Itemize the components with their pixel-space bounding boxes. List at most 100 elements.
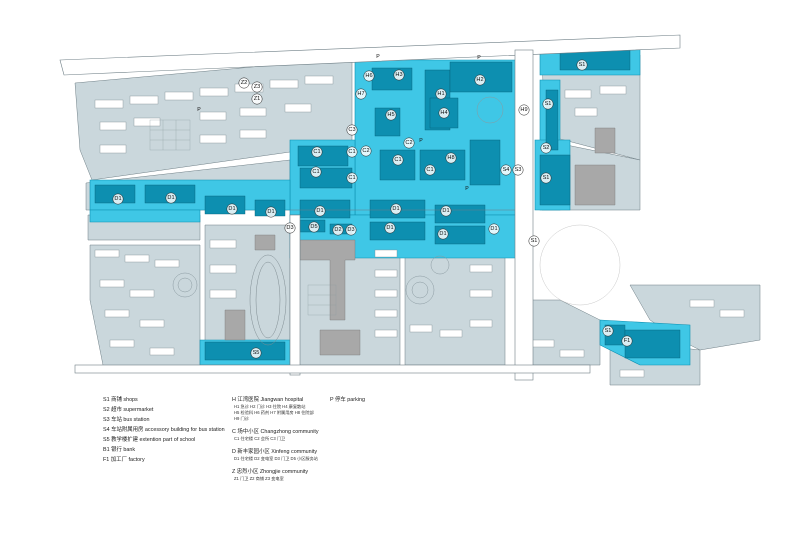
svg-text:S5: S5	[253, 350, 260, 356]
map-label-s2: S2	[540, 142, 552, 154]
svg-text:D1: D1	[267, 209, 274, 215]
svg-text:D1: D1	[316, 208, 323, 214]
map-label-z1: Z1	[251, 93, 263, 105]
hatched-areas	[149, 119, 337, 316]
legend-xinfeng-sub: D1 住宅楼 D2 变电室 D3 门卫 D5 小区服务站	[234, 456, 318, 461]
svg-text:P: P	[376, 54, 380, 60]
svg-text:C1: C1	[348, 149, 355, 155]
map-label-d1: D1	[437, 228, 449, 240]
svg-text:P: P	[465, 186, 469, 192]
svg-text:F1: F1	[624, 338, 631, 344]
legend-xinfeng-title: D 新丰家园小区 Xinfeng community	[232, 449, 318, 455]
map-label-s3: S3	[512, 164, 524, 176]
site-plan-map: S1S1S1S1S1S2S3S4S5H1H2H3H4H5H6H7H8H9C1C1…	[59, 34, 761, 386]
svg-text:D1: D1	[386, 225, 393, 231]
map-label-h6: H6	[363, 70, 375, 82]
svg-text:Z2: Z2	[241, 80, 248, 86]
trees-and-circles	[172, 96, 621, 346]
svg-text:H6: H6	[365, 73, 372, 79]
map-label-p: P	[197, 107, 201, 113]
svg-text:C3: C3	[348, 127, 355, 133]
map-label-d3: D3	[345, 224, 357, 236]
map-label-h2: H2	[474, 74, 486, 86]
residential-buildings	[94, 75, 745, 378]
legend-hospital-title: H 江湾医院 Jiangwan hospital	[232, 397, 304, 403]
map-label-d1: D1	[165, 192, 177, 204]
map-label-d1: D1	[384, 222, 396, 234]
legend-b1: B1 银行 bank	[103, 447, 136, 453]
svg-text:D1: D1	[392, 206, 399, 212]
svg-text:S1: S1	[531, 238, 538, 244]
map-label-c1: C1	[311, 146, 323, 158]
map-label-c1: C1	[392, 154, 404, 166]
legend-zhongjie-sub: Z1 门卫 Z2 商铺 Z3 变电室	[234, 476, 284, 481]
map-label-d1: D1	[488, 223, 500, 235]
map-label-p: P	[477, 55, 481, 61]
map-label-h9: H9	[518, 104, 530, 116]
map-label-h7: H7	[355, 88, 367, 100]
map-label-s5: S5	[250, 347, 262, 359]
legend-hospital-sub2: H5 检验科 H6 药剂 H7 附属用房 H8 住院部	[234, 410, 314, 415]
legend-s3: S3 车站 bus station	[103, 417, 150, 423]
map-label-d1: D1	[314, 205, 326, 217]
map-label-d1: D1	[390, 203, 402, 215]
svg-text:D3: D3	[286, 225, 293, 231]
legend-s4: S4 车站附属用房 accessory building for bus sta…	[103, 427, 225, 433]
map-label-s4: S4	[500, 164, 512, 176]
svg-text:H4: H4	[440, 110, 447, 116]
svg-text:C1: C1	[312, 169, 319, 175]
map-label-d2: D2	[332, 224, 344, 236]
svg-text:D5: D5	[310, 224, 317, 230]
legend: S1 商铺 shops S2 超市 supermarket S3 车站 bus …	[0, 395, 810, 535]
svg-text:S1: S1	[543, 175, 550, 181]
svg-text:D2: D2	[334, 227, 341, 233]
legend-hospital-sub3: H9 门诊	[234, 416, 249, 421]
svg-text:H7: H7	[357, 91, 364, 97]
map-label-p: P	[465, 186, 469, 192]
svg-text:D1: D1	[439, 231, 446, 237]
svg-text:H3: H3	[395, 72, 402, 78]
map-label-h3: H3	[393, 69, 405, 81]
svg-text:P: P	[477, 55, 481, 61]
map-label-c1: C1	[346, 146, 358, 158]
map-label-h1: H1	[435, 88, 447, 100]
svg-text:H2: H2	[476, 77, 483, 83]
svg-text:P: P	[419, 138, 423, 144]
map-label-d1: D1	[265, 206, 277, 218]
svg-text:D3: D3	[347, 227, 354, 233]
svg-text:S2: S2	[543, 145, 550, 151]
svg-text:C2: C2	[405, 140, 412, 146]
legend-s1: S1 商铺 shops	[103, 397, 138, 403]
svg-text:S1: S1	[545, 101, 552, 107]
project-buildings	[94, 47, 681, 361]
svg-text:H1: H1	[437, 91, 444, 97]
svg-text:C2: C2	[362, 148, 369, 154]
svg-text:D1: D1	[490, 226, 497, 232]
svg-text:Z1: Z1	[254, 96, 261, 102]
svg-text:S4: S4	[503, 167, 510, 173]
svg-text:D1: D1	[167, 195, 174, 201]
map-label-z2: Z2	[238, 77, 250, 89]
map-label-c3: C3	[346, 124, 358, 136]
roads	[59, 34, 681, 381]
svg-text:S3: S3	[515, 167, 522, 173]
legend-parking: P 停车 parking	[330, 397, 365, 403]
svg-text:D1: D1	[228, 206, 235, 212]
svg-text:Z3: Z3	[254, 84, 261, 90]
map-label-c2: C2	[403, 137, 415, 149]
map-label-p: P	[419, 138, 423, 144]
map-label-d1: D1	[440, 205, 452, 217]
legend-changzhong-title: C 场中小区 Changzhong community	[232, 429, 319, 435]
svg-text:P: P	[197, 107, 201, 113]
map-label-c1: C1	[310, 166, 322, 178]
legend-f1: F1 加工厂 factory	[103, 457, 145, 463]
map-label-s1: S1	[542, 98, 554, 110]
map-label-s1: S1	[540, 172, 552, 184]
legend-zhongjie-title: Z 忠烈小区 Zhongjie community	[232, 469, 309, 475]
map-label-d1: D1	[112, 193, 124, 205]
legend-hospital-sub1: H1 急诊 H2 门诊 H3 住院 H4 康复散站	[234, 404, 306, 409]
map-label-d5: D5	[308, 221, 320, 233]
svg-text:C1: C1	[426, 167, 433, 173]
legend-changzhong-sub: C1 住宅楼 C2 会所 C3 门卫	[234, 436, 286, 441]
